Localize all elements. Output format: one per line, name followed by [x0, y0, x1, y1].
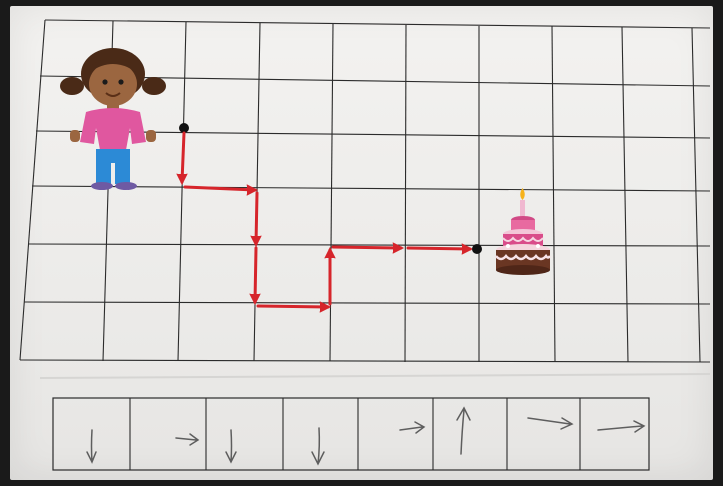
grid-line: [45, 20, 710, 28]
grid-line: [20, 360, 710, 362]
hand-arrow-up: [457, 408, 470, 454]
hand-arrow-down: [226, 430, 236, 462]
grid-line: [20, 20, 45, 360]
grid-line: [178, 22, 186, 361]
path-arrow-right: [258, 306, 328, 307]
grid-line: [405, 25, 406, 362]
answer-row-frame: [53, 398, 649, 470]
hand-arrow-down: [87, 430, 96, 462]
grid-line: [330, 24, 333, 361]
path-arrow-right: [408, 248, 470, 249]
end-dot: [472, 244, 482, 254]
grid-line: [28, 244, 710, 246]
hand-arrow-right: [400, 422, 424, 433]
birthday-cake: [496, 188, 550, 275]
red-path: [177, 123, 482, 312]
hand-arrow-right: [176, 434, 198, 445]
grid-line: [24, 302, 710, 304]
answer-row: [53, 398, 649, 470]
worksheet-photo: [10, 6, 713, 480]
path-arrow-down: [255, 248, 256, 302]
hand-arrow-right: [598, 421, 644, 432]
start-dot: [179, 123, 189, 133]
path-arrow-right: [333, 247, 401, 248]
hand-arrow-down: [312, 428, 324, 464]
hand-arrow-right: [528, 418, 572, 429]
worksheet-canvas: [10, 6, 713, 480]
grid-line: [552, 26, 555, 362]
grid-line: [692, 28, 700, 362]
grid-line: [622, 27, 628, 362]
girl-character: [60, 48, 166, 190]
paper-fold: [40, 374, 710, 378]
